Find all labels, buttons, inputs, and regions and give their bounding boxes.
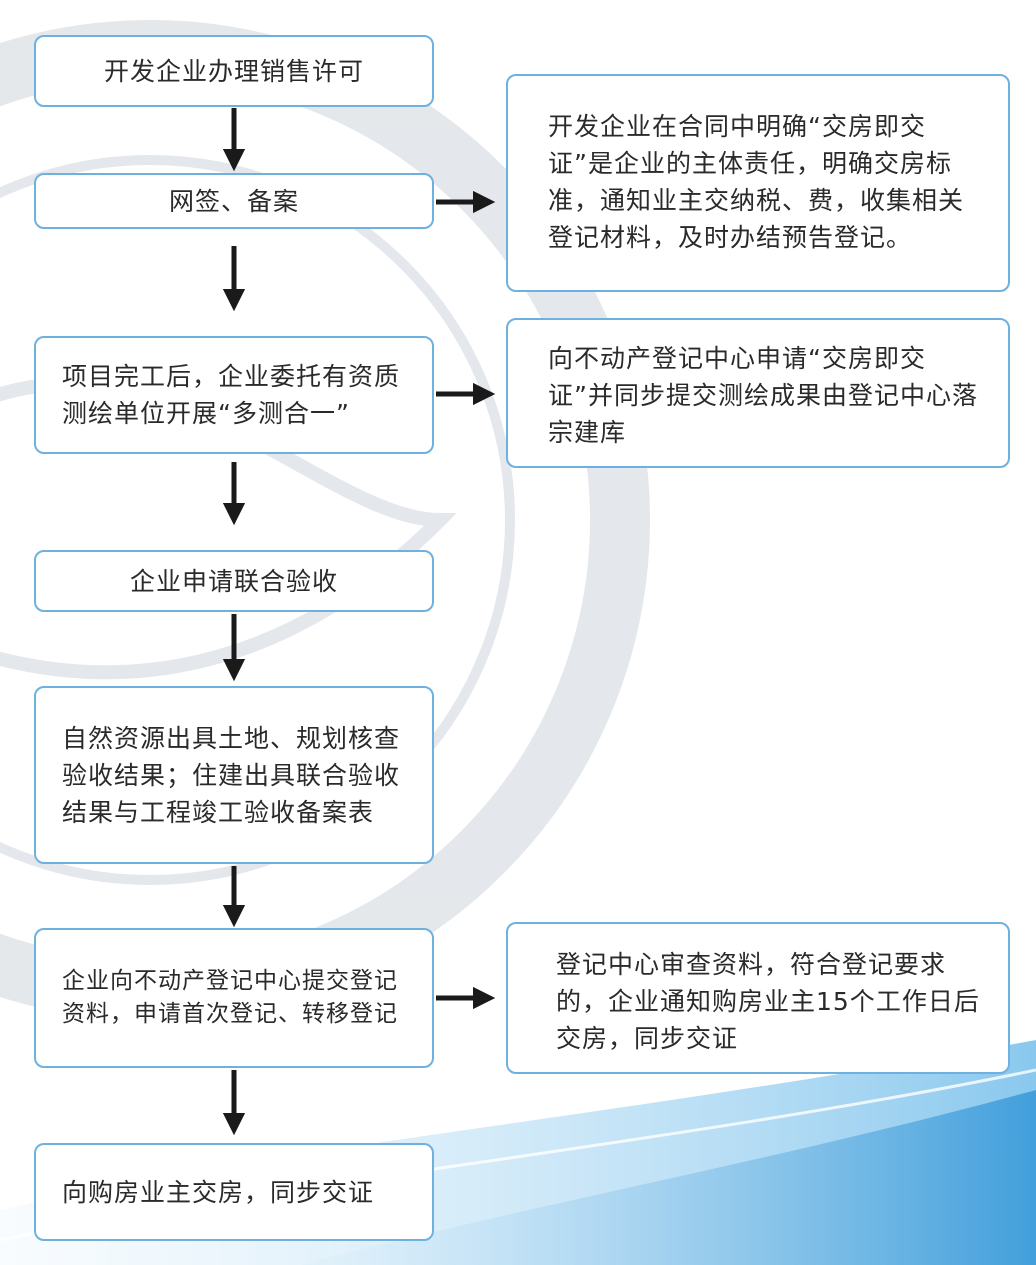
side-note-apply-registration: 向不动产登记中心申请“交房即交证”并同步提交测绘成果由登记中心落宗建库: [506, 318, 1010, 468]
flow-step-label: 自然资源出具土地、规划核查验收结果；住建出具联合验收结果与工程竣工验收备案表: [62, 723, 401, 827]
flow-step-online-signing: 网签、备案: [34, 173, 434, 229]
flow-step-submit-registration: 企业向不动产登记中心提交登记资料，申请首次登记、转移登记: [34, 928, 434, 1068]
flow-step-acceptance-results: 自然资源出具土地、规划核查验收结果；住建出具联合验收结果与工程竣工验收备案表: [34, 686, 434, 864]
flow-step-label: 企业申请联合验收: [129, 566, 338, 596]
flow-step-label: 开发企业办理销售许可: [103, 56, 364, 86]
flow-step-label: 项目完工后，企业委托有资质测绘单位开展“多测合一”: [62, 362, 401, 428]
flow-step-sales-permit: 开发企业办理销售许可: [34, 35, 434, 107]
flow-step-label: 企业向不动产登记中心提交登记资料，申请首次登记、转移登记: [62, 968, 398, 1027]
flow-step-label: 向购房业主交房，同步交证: [62, 1177, 375, 1207]
flow-step-joint-acceptance: 企业申请联合验收: [34, 550, 434, 612]
side-note-review-materials: 登记中心审查资料，符合登记要求的，企业通知购房业主15个工作日后交房，同步交证: [506, 922, 1010, 1074]
flow-step-handover: 向购房业主交房，同步交证: [34, 1143, 434, 1241]
flow-step-surveying: 项目完工后，企业委托有资质测绘单位开展“多测合一”: [34, 336, 434, 454]
flow-step-label: 网签、备案: [168, 186, 299, 216]
wave-dark: [300, 1090, 1036, 1265]
side-note-contract-responsibility: 开发企业在合同中明确“交房即交证”是企业的主体责任，明确交房标准，通知业主交纳税…: [506, 74, 1010, 292]
side-note-text: 开发企业在合同中明确“交房即交证”是企业的主体责任，明确交房标准，通知业主交纳税…: [548, 112, 965, 252]
side-note-text: 登记中心审查资料，符合登记要求的，企业通知购房业主15个工作日后交房，同步交证: [556, 950, 980, 1053]
side-note-text: 向不动产登记中心申请“交房即交证”并同步提交测绘成果由登记中心落宗建库: [548, 344, 978, 447]
